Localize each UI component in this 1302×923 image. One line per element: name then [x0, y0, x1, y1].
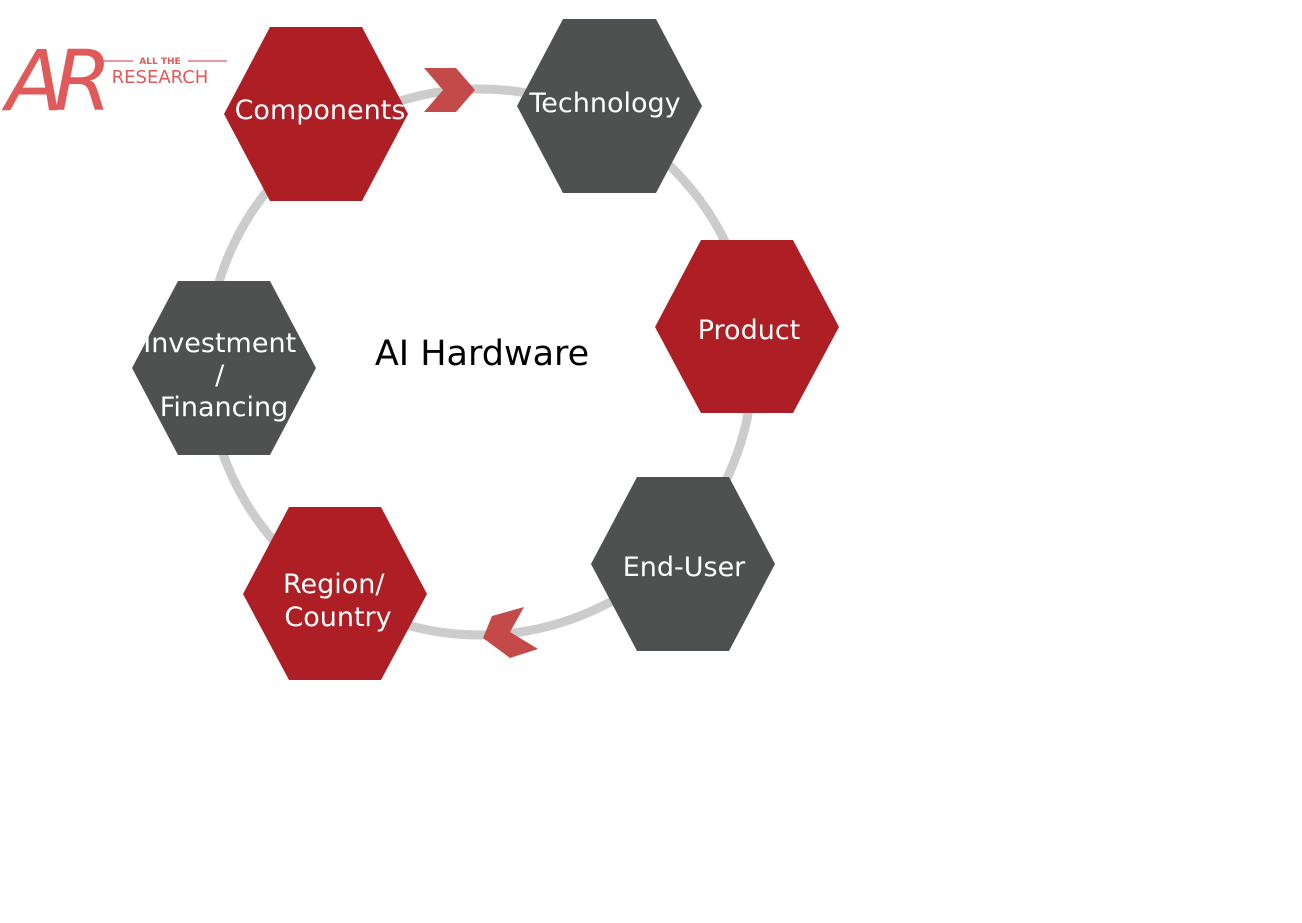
hex-end-user-line-1: End-User — [623, 552, 746, 583]
hex-investment-financing-line-1: Investment — [143, 328, 296, 359]
hex-components-line-1: Components — [235, 95, 406, 126]
hex-region-country-line-2: Country — [284, 602, 391, 633]
hex-investment-financing-line-2: / — [215, 360, 225, 391]
all-the-research-logo: AR ALL THE RESEARCH — [1, 32, 227, 130]
hex-investment-financing-label: Investment / Financing — [143, 328, 305, 423]
top-arrow — [424, 68, 475, 112]
hex-end-user: End-User — [591, 477, 775, 651]
hex-technology: Technology — [517, 19, 702, 193]
logo-mark: AR — [1, 32, 104, 130]
hex-region-country: Region/ Country — [243, 507, 427, 680]
hex-region-country-label: Region/ Country — [283, 569, 393, 633]
hex-end-user-label: End-User — [623, 552, 746, 583]
hex-technology-label: Technology — [528, 88, 680, 119]
hex-components-label: Components — [235, 95, 406, 126]
hex-investment-financing: Investment / Financing — [132, 281, 316, 455]
bottom-arrow — [483, 607, 538, 658]
hex-product-shape — [655, 240, 839, 413]
hex-technology-line-1: Technology — [528, 88, 680, 119]
hex-technology-shape — [517, 19, 702, 193]
hex-components: Components — [224, 27, 408, 201]
hex-product-label: Product — [698, 315, 801, 346]
hex-region-country-line-1: Region/ — [283, 569, 385, 600]
logo-top-text: ALL THE — [139, 57, 180, 67]
hex-product: Product — [655, 240, 839, 413]
hex-end-user-shape — [591, 477, 775, 651]
hex-investment-financing-line-3: Financing — [160, 392, 288, 423]
logo-bottom-text: RESEARCH — [112, 67, 209, 88]
hex-product-line-1: Product — [698, 315, 801, 346]
center-title: AI Hardware — [375, 334, 589, 374]
hex-investment-financing-shape — [132, 281, 316, 455]
hex-region-country-shape — [243, 507, 427, 680]
hex-components-shape — [224, 27, 408, 201]
